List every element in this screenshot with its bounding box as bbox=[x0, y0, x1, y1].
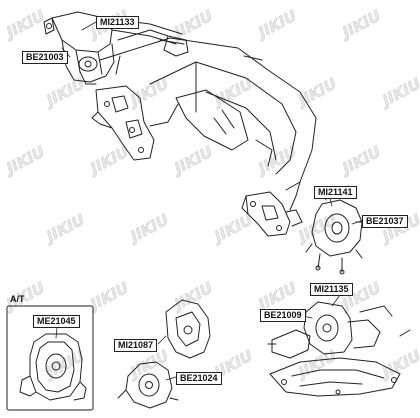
watermark-logo: JIKIU bbox=[169, 143, 216, 179]
part-label-mi21087: MI21087 bbox=[114, 339, 158, 352]
watermark-logo: JIKIU bbox=[337, 143, 384, 179]
watermark-logo: JIKIU bbox=[125, 211, 172, 247]
top-engine-mount-drawing bbox=[43, 11, 189, 85]
watermark-logo: JIKIU bbox=[1, 7, 48, 43]
part-label-mi21133: MI21133 bbox=[96, 16, 139, 29]
watermark-logo: JIKIU bbox=[41, 211, 88, 247]
watermark-logo: JIKIU bbox=[209, 211, 256, 247]
mount-assembly-mi21135-drawing bbox=[267, 301, 411, 397]
watermark-logo: JIKIU bbox=[253, 7, 300, 43]
mount-mi21087-drawing bbox=[117, 299, 211, 409]
part-label-me21045: ME21045 bbox=[33, 315, 80, 328]
watermark-logo: JIKIU bbox=[85, 279, 132, 315]
bracket-mi21141-drawing bbox=[241, 191, 303, 237]
engine-outline bbox=[99, 29, 317, 211]
at-section-label: A/T bbox=[10, 294, 25, 304]
watermark-logo: JIKIU bbox=[1, 143, 48, 179]
part-label-be21003: BE21003 bbox=[22, 51, 68, 64]
at-section-drawing bbox=[6, 305, 94, 411]
watermark-logo: JIKIU bbox=[41, 75, 88, 111]
watermark-logo: JIKIU bbox=[169, 279, 216, 315]
watermark-logo: JIKIU bbox=[293, 75, 340, 111]
watermark-logo: JIKIU bbox=[125, 347, 172, 383]
watermark-logo: JIKIU bbox=[85, 143, 132, 179]
part-label-be21037: BE21037 bbox=[362, 215, 408, 228]
watermark-logo: JIKIU bbox=[377, 75, 420, 111]
watermark-logo: JIKIU bbox=[125, 75, 172, 111]
part-label-mi21141: MI21141 bbox=[314, 186, 357, 199]
part-label-be21009: BE21009 bbox=[260, 309, 306, 322]
watermark-logo: JIKIU bbox=[293, 347, 340, 383]
part-label-be21024: BE21024 bbox=[176, 372, 222, 385]
watermark-logo: JIKIU bbox=[337, 7, 384, 43]
side-bracket-drawing bbox=[91, 85, 155, 161]
part-label-mi21135: MI21135 bbox=[310, 283, 353, 296]
